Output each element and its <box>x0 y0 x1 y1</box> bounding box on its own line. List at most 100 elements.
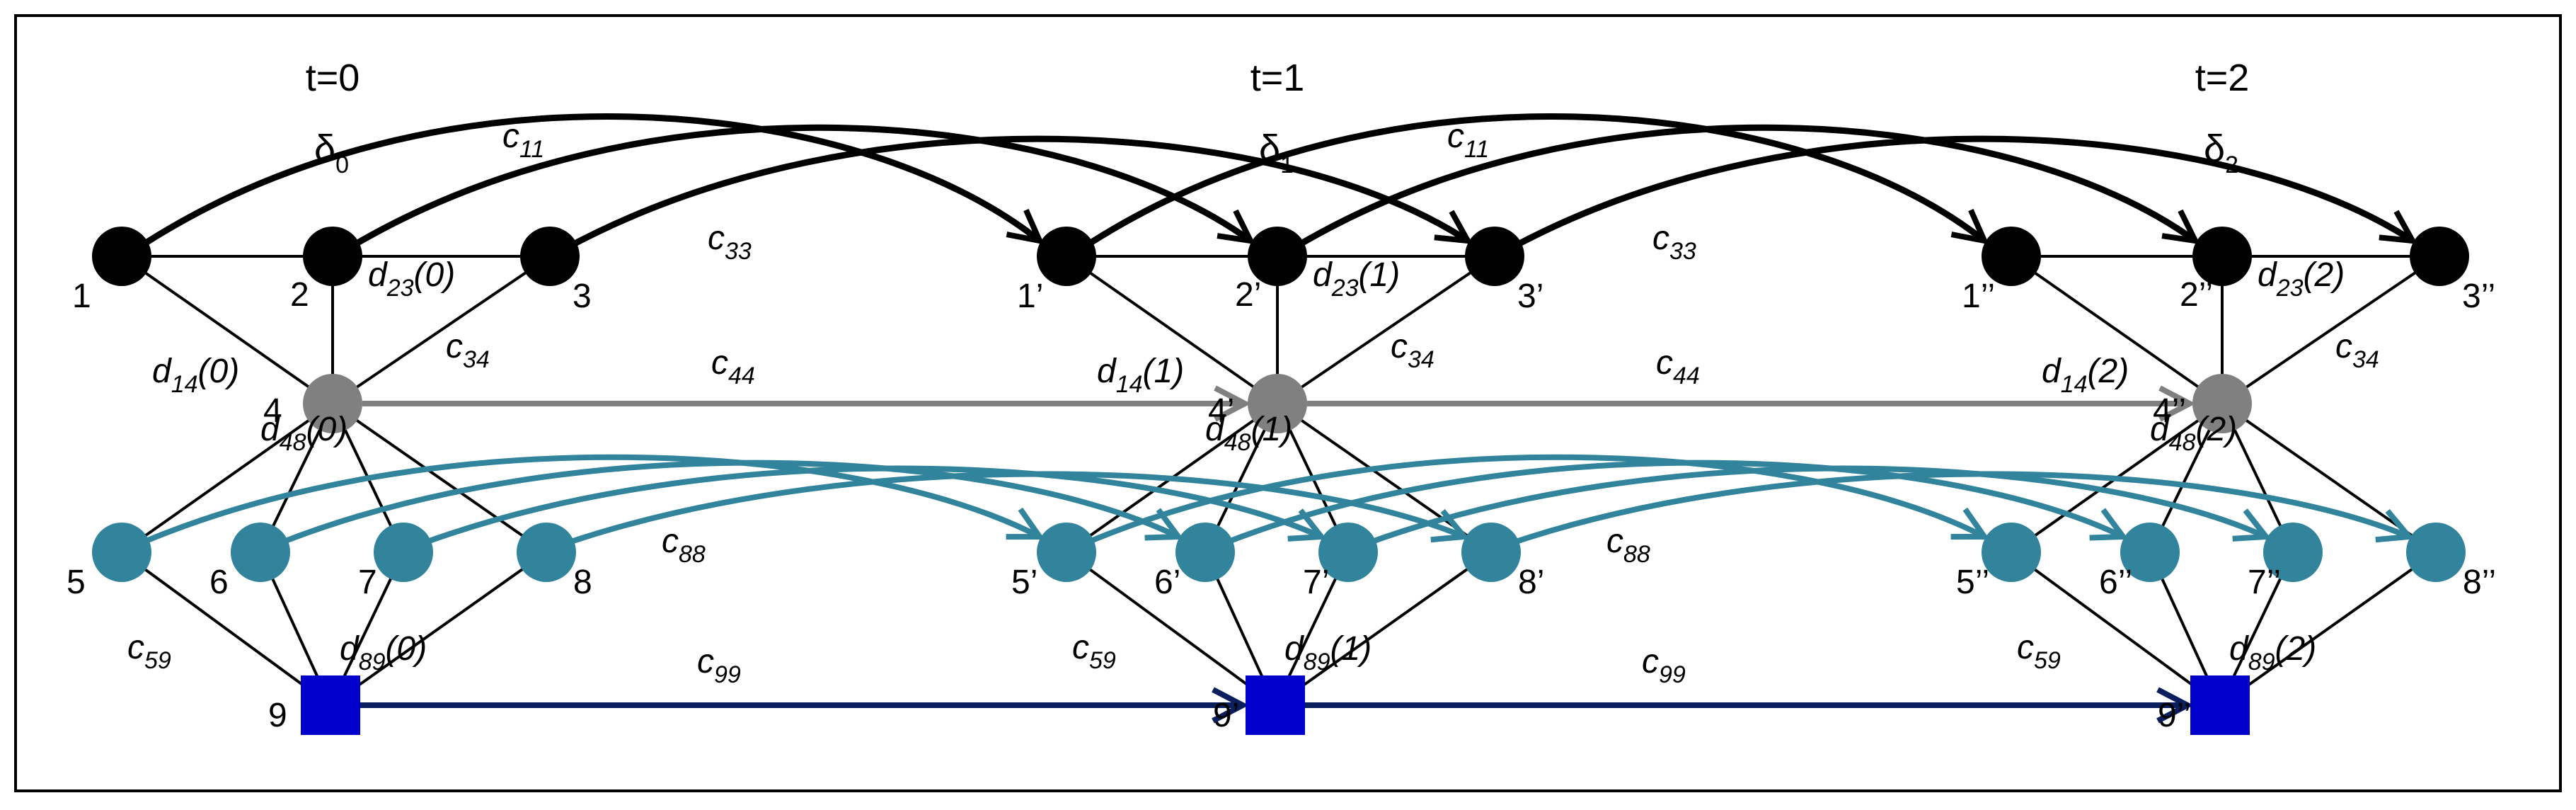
node-7-t0 <box>374 523 433 582</box>
delta-label-t1: δ1 <box>1259 127 1294 178</box>
edge-4-8 <box>331 402 548 554</box>
edge-label-d48-t0: d48(0) <box>260 411 347 456</box>
edge-label-c59-t2: c59 <box>2017 629 2061 674</box>
node-1-t2 <box>1982 227 2041 286</box>
node-number-7-t2: 7’’ <box>2248 564 2281 601</box>
node-6-t1 <box>1175 523 1235 582</box>
edge-5-9 <box>1065 551 1277 707</box>
edge-label-c34-t0: c34 <box>446 328 490 373</box>
transition-arc-1 <box>1079 113 1989 252</box>
time-label-t0: t=0 <box>306 57 360 99</box>
node-4-t0 <box>303 374 362 433</box>
edge-5-9 <box>2010 551 2221 707</box>
node-number-7-t1: 7’ <box>1303 564 1329 601</box>
edge-8-9 <box>2219 551 2437 707</box>
node-6-t0 <box>231 523 290 582</box>
transition-arc-6 <box>1218 460 2129 548</box>
edge-4-5 <box>120 402 334 554</box>
transition-label-c88-t0: c88 <box>662 523 706 568</box>
transition-arc-2 <box>345 124 1255 252</box>
edge-label-d14-t0: d14(0) <box>152 353 239 398</box>
node-9-t2 <box>2190 675 2250 735</box>
node-3-t1 <box>1465 227 1524 286</box>
edge-label-d89-t0: d89(0) <box>340 630 427 675</box>
node-number-6-t0: 6 <box>209 564 229 601</box>
transition-label-c33-t1: c33 <box>1652 219 1696 265</box>
edge-3-4 <box>331 255 551 405</box>
node-number-7-t0: 7 <box>358 564 377 601</box>
node-number-4-t0: 4 <box>263 392 282 430</box>
transition-arc-8 <box>1504 471 2415 548</box>
node-7-t2 <box>2263 523 2323 582</box>
transition-arrows-layer <box>134 113 2418 724</box>
edge-label-c59-t0: c59 <box>127 629 171 674</box>
edge-label-c34-t2: c34 <box>2335 328 2379 373</box>
node-number-8-t1: 8’ <box>1518 564 1544 601</box>
node-number-9-t2: 9’’ <box>2158 697 2191 734</box>
edge-label-d23-t0: d23(0) <box>368 256 455 302</box>
transition-arc-7 <box>416 465 1327 548</box>
node-number-1-t1: 1’ <box>1017 278 1043 315</box>
edge-label-d23-t1: d23(1) <box>1313 256 1400 302</box>
edge-3-4 <box>1276 255 1496 405</box>
edge-5-9 <box>120 551 332 707</box>
edge-1-4 <box>120 255 334 405</box>
transition-arc-3 <box>1507 135 2418 252</box>
node-number-6-t2: 6’’ <box>2099 564 2132 601</box>
edge-label-d89-t2: d89(2) <box>2229 630 2316 675</box>
edge-label-d89-t1: d89(1) <box>1284 630 1372 675</box>
node-number-8-t0: 8 <box>573 564 592 601</box>
edge-label-d48-t2: d48(2) <box>2150 411 2237 456</box>
node-3-t0 <box>520 227 580 286</box>
node-number-4-t1: 4’ <box>1208 392 1234 430</box>
node-9-t0 <box>301 675 360 735</box>
node-1-t1 <box>1037 227 1096 286</box>
edge-label-d14-t2: d14(2) <box>2042 353 2129 398</box>
node-number-3-t1: 3’ <box>1517 278 1543 315</box>
transition-label-c44-t1: c44 <box>1656 344 1700 389</box>
transition-arc-1 <box>134 113 1045 252</box>
transition-arc-8 <box>559 471 1470 548</box>
transition-arc-3 <box>562 135 1473 252</box>
node-number-6-t1: 6’ <box>1154 564 1180 601</box>
node-1-t0 <box>92 227 151 286</box>
node-5-t1 <box>1037 523 1096 582</box>
transition-arc-5 <box>134 454 1045 548</box>
node-number-2-t1: 2’ <box>1235 276 1261 314</box>
node-3-t2 <box>2410 227 2469 286</box>
node-number-9-t0: 9 <box>268 697 287 734</box>
node-number-3-t2: 3’’ <box>2462 278 2495 315</box>
edge-label-c34-t1: c34 <box>1391 328 1434 373</box>
node-2-t1 <box>1248 227 1307 286</box>
edge-label-d48-t1: d48(1) <box>1205 411 1292 456</box>
node-number-5-t2: 5’’ <box>1956 564 1989 601</box>
node-4-t2 <box>2192 374 2252 433</box>
edge-label-d23-t2: d23(2) <box>2258 256 2345 302</box>
edge-8-9 <box>329 551 548 707</box>
transition-label-c11-t0: c11 <box>502 118 544 163</box>
time-label-t1: t=1 <box>1250 57 1305 99</box>
node-number-1-t2: 1’’ <box>1962 278 1995 315</box>
node-number-1-t0: 1 <box>72 278 91 315</box>
node-8-t1 <box>1461 523 1521 582</box>
node-2-t2 <box>2192 227 2252 286</box>
node-6-t2 <box>2120 523 2180 582</box>
node-7-t1 <box>1318 523 1378 582</box>
node-5-t0 <box>92 523 151 582</box>
edge-8-9 <box>1274 551 1493 707</box>
node-number-2-t2: 2’’ <box>2180 276 2213 314</box>
node-4-t1 <box>1248 374 1307 433</box>
edge-1-4 <box>2010 255 2224 405</box>
node-2-t0 <box>303 227 362 286</box>
node-8-t2 <box>2406 523 2466 582</box>
transition-label-c11-t1: c11 <box>1447 118 1489 163</box>
node-number-3-t0: 3 <box>573 278 592 315</box>
node-number-9-t1: 9’ <box>1213 697 1239 734</box>
node-5-t2 <box>1982 523 2041 582</box>
time-label-t2: t=2 <box>2195 57 2250 99</box>
edge-label-c59-t1: c59 <box>1072 629 1116 674</box>
transition-label-c33-t0: c33 <box>708 219 752 265</box>
